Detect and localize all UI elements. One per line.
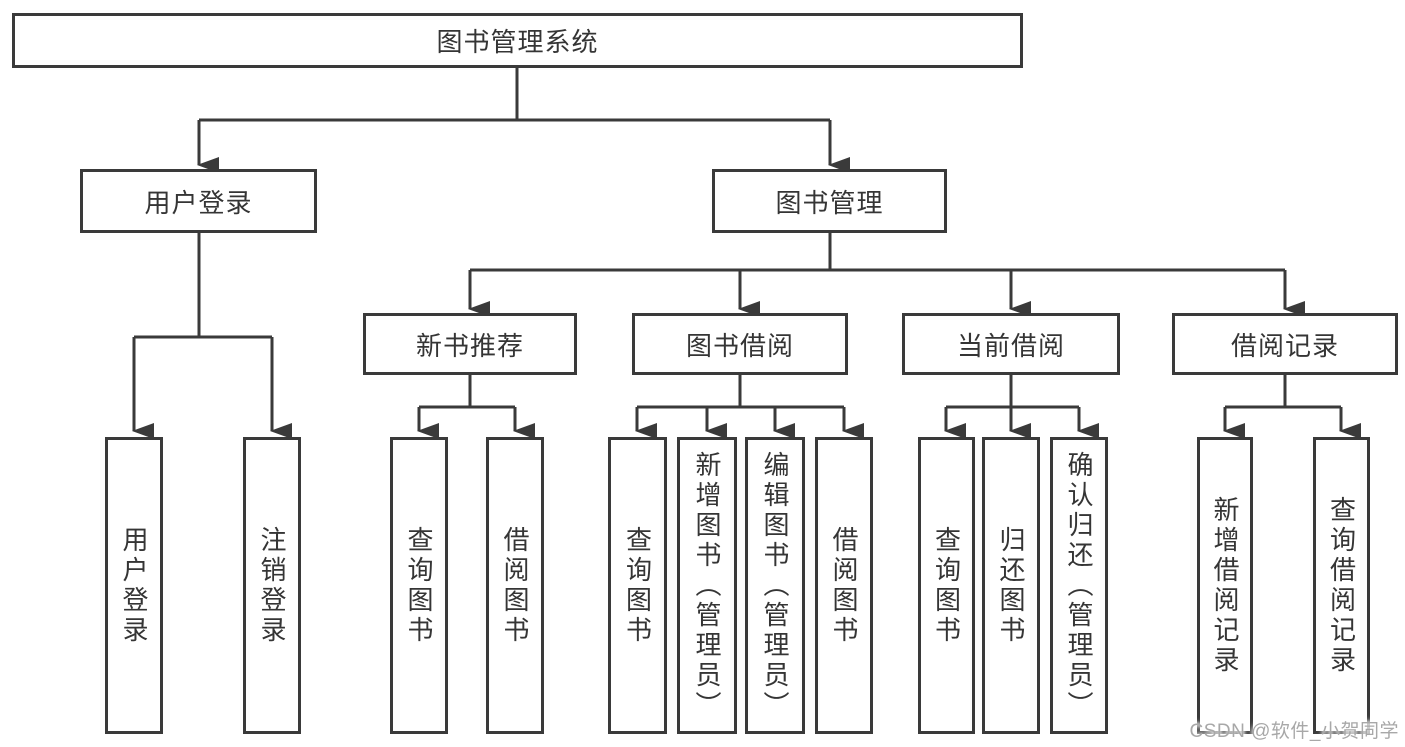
node-library-management-system: 图书管理系统 [12, 13, 1023, 68]
leaf-query-books-recommend: 查询图书 [390, 437, 448, 734]
leaf-borrow-books-recommend: 借阅图书 [486, 437, 544, 734]
leaf-borrow-books-borrowing: 借阅图书 [815, 437, 873, 734]
leaf-edit-book-admin: 编辑图书（管理员） [745, 437, 805, 734]
node-current-borrowing: 当前借阅 [902, 313, 1120, 375]
node-new-book-recommend: 新书推荐 [363, 313, 577, 375]
node-book-management: 图书管理 [712, 169, 947, 233]
node-user-login: 用户登录 [80, 169, 317, 233]
leaf-query-borrow-record: 查询借阅记录 [1313, 437, 1370, 734]
node-borrowing-records: 借阅记录 [1172, 313, 1398, 375]
leaf-query-books-borrowing: 查询图书 [608, 437, 667, 734]
leaf-user-login: 用户登录 [105, 437, 163, 734]
node-book-borrowing: 图书借阅 [632, 313, 848, 375]
leaf-add-borrow-record: 新增借阅记录 [1197, 437, 1253, 734]
leaf-add-book-admin: 新增图书（管理员） [677, 437, 737, 734]
leaf-return-books: 归还图书 [982, 437, 1040, 734]
leaf-logout: 注销登录 [243, 437, 301, 734]
leaf-query-books-current: 查询图书 [918, 437, 975, 734]
csdn-watermark: CSDN @软件_小贺同学 [1189, 721, 1399, 742]
leaf-confirm-return-admin: 确认归还（管理员） [1050, 437, 1108, 734]
